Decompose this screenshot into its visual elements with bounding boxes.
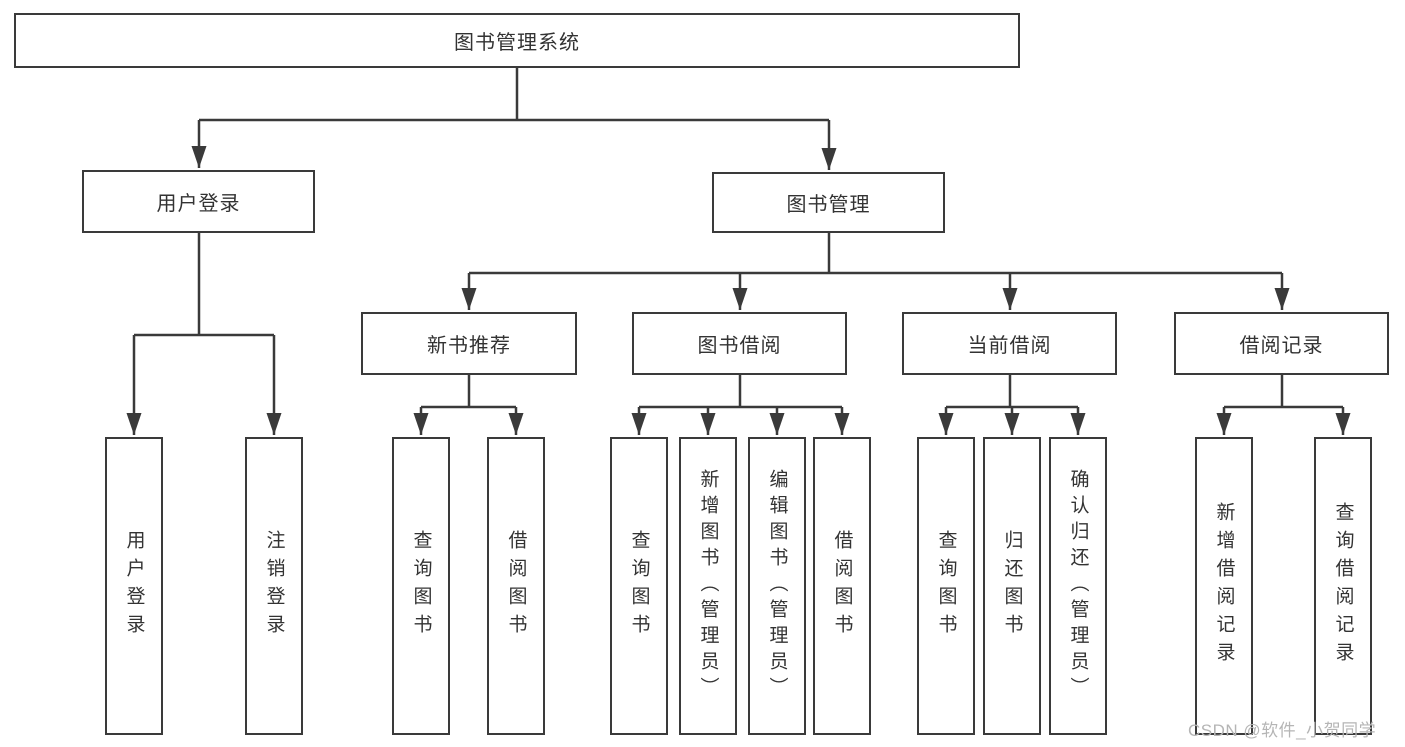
leaf-borrow-books-2: 借阅图书 <box>813 437 871 735</box>
node-label: 归还图书 <box>1001 530 1023 642</box>
node-label: 新书推荐 <box>427 335 511 357</box>
leaf-borrow-books-1: 借阅图书 <box>487 437 545 735</box>
node-label: 用户登录 <box>123 530 145 642</box>
node-label: 图书管理 <box>786 194 871 216</box>
leaf-user-login: 用户登录 <box>105 437 163 735</box>
node-root-system: 图书管理系统 <box>14 13 1020 68</box>
node-label: 新增借阅记录 <box>1213 502 1235 670</box>
node-user-login-branch: 用户登录 <box>82 170 315 233</box>
node-book-borrowing: 图书借阅 <box>632 312 847 375</box>
leaf-query-books-2: 查询图书 <box>610 437 668 735</box>
node-current-borrowing: 当前借阅 <box>902 312 1117 375</box>
csdn-watermark: CSDN @软件_小贺同学 <box>1188 721 1377 740</box>
leaf-add-book-admin: 新增图书（管理员） <box>679 437 737 735</box>
node-label: 查询借阅记录 <box>1332 502 1354 670</box>
node-label: 借阅图书 <box>831 530 853 642</box>
node-label: 注销登录 <box>263 530 285 642</box>
leaf-edit-book-admin: 编辑图书（管理员） <box>748 437 806 735</box>
leaf-query-books-3: 查询图书 <box>917 437 975 735</box>
leaf-query-borrow-record: 查询借阅记录 <box>1314 437 1372 735</box>
node-label: 新增图书（管理员） <box>697 469 719 703</box>
node-label: 借阅记录 <box>1239 335 1324 357</box>
node-borrow-records: 借阅记录 <box>1174 312 1389 375</box>
node-label: 图书管理系统 <box>454 32 580 54</box>
leaf-query-books-1: 查询图书 <box>392 437 450 735</box>
leaf-add-borrow-record: 新增借阅记录 <box>1195 437 1253 735</box>
node-label: 当前借阅 <box>967 335 1052 357</box>
node-book-management-branch: 图书管理 <box>712 172 945 233</box>
node-label: 图书借阅 <box>697 335 782 357</box>
node-new-book-recommend: 新书推荐 <box>361 312 577 375</box>
node-label: 查询图书 <box>410 530 432 642</box>
leaf-confirm-return-admin: 确认归还（管理员） <box>1049 437 1107 735</box>
node-label: 查询图书 <box>628 530 650 642</box>
node-label: 用户登录 <box>156 193 241 215</box>
node-label: 借阅图书 <box>505 530 527 642</box>
leaf-return-book: 归还图书 <box>983 437 1041 735</box>
node-label: 查询图书 <box>935 530 957 642</box>
node-label: 确认归还（管理员） <box>1067 469 1089 703</box>
node-label: 编辑图书（管理员） <box>766 469 788 703</box>
leaf-logout: 注销登录 <box>245 437 303 735</box>
